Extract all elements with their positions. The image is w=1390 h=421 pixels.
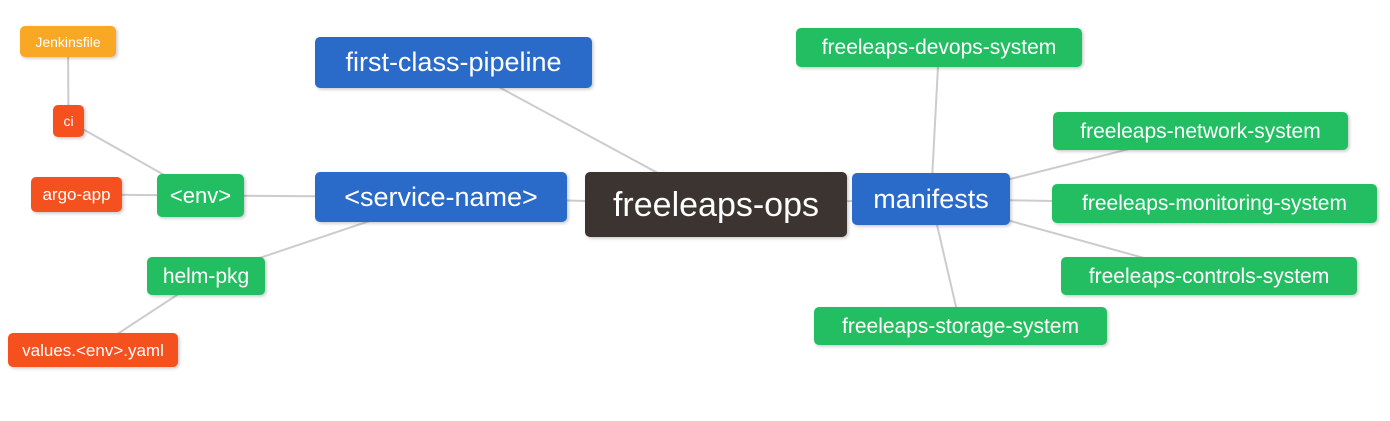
mindmap-node-monitoring-system[interactable]: freeleaps-monitoring-system xyxy=(1052,184,1377,223)
mindmap-node-helm-pkg[interactable]: helm-pkg xyxy=(147,257,265,295)
mindmap-node-service-name[interactable]: <service-name> xyxy=(315,172,567,222)
mindmap-node-storage-system[interactable]: freeleaps-storage-system xyxy=(814,307,1107,345)
mindmap-node-manifests[interactable]: manifests xyxy=(852,173,1010,225)
mindmap-node-ci[interactable]: ci xyxy=(53,105,84,137)
mindmap-node-env[interactable]: <env> xyxy=(157,174,244,217)
mindmap-node-argo-app[interactable]: argo-app xyxy=(31,177,122,212)
mindmap-node-first-class-pipeline[interactable]: first-class-pipeline xyxy=(315,37,592,88)
mindmap-node-devops-system[interactable]: freeleaps-devops-system xyxy=(796,28,1082,67)
mindmap-node-network-system[interactable]: freeleaps-network-system xyxy=(1053,112,1348,150)
mindmap-node-jenkinsfile[interactable]: Jenkinsfile xyxy=(20,26,116,57)
mindmap-node-controls-system[interactable]: freeleaps-controls-system xyxy=(1061,257,1357,295)
mindmap-node-freeleaps-ops[interactable]: freeleaps-ops xyxy=(585,172,847,237)
mindmap-node-values-env-yaml[interactable]: values.<env>.yaml xyxy=(8,333,178,367)
